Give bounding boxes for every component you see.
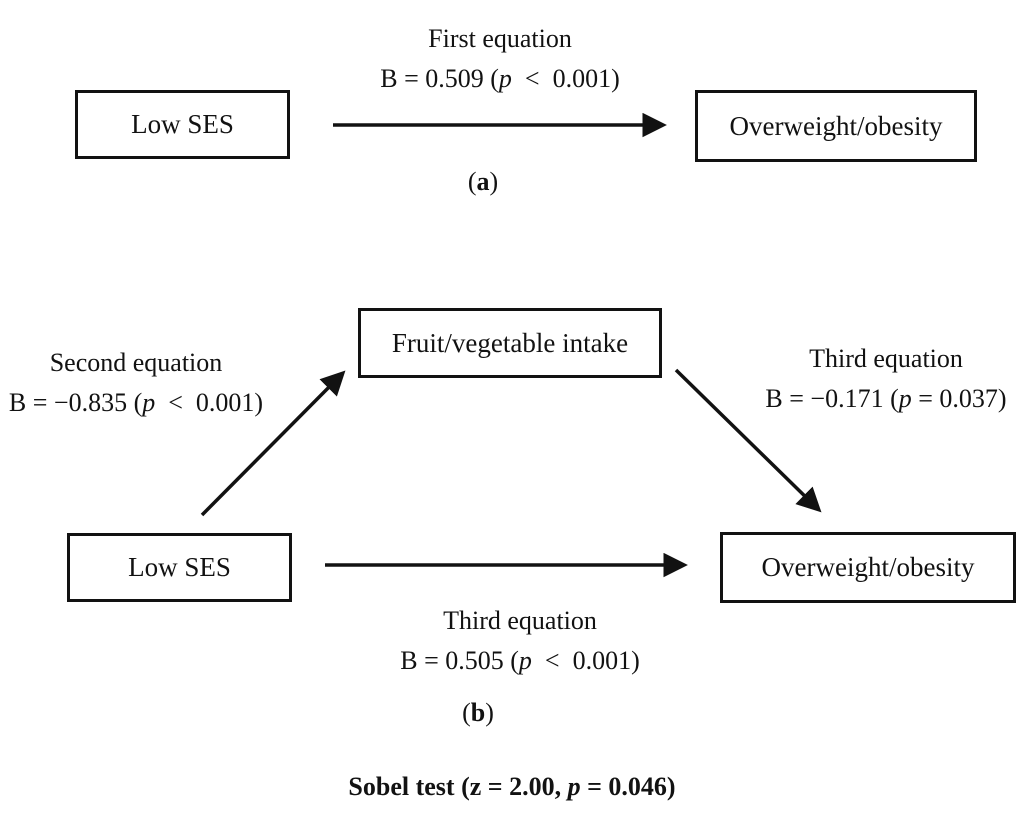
third-equation-right-label: Third equation B = −0.171 (p = 0.037) xyxy=(748,346,1024,412)
third-equation-bottom-post: < 0.001) xyxy=(531,646,640,675)
second-equation-value: B = −0.835 (p < 0.001) xyxy=(0,390,272,416)
third-equation-bottom-pre: B = 0.505 ( xyxy=(400,646,519,675)
caption-b-letter: b xyxy=(470,698,486,727)
second-equation-pre: B = −0.835 ( xyxy=(8,388,143,417)
caption-panel-b: (b) xyxy=(413,698,543,728)
third-equation-right-p: p xyxy=(898,384,912,413)
arrow-mediator-to-obesity xyxy=(674,368,822,513)
box-low-ses-panel-b-label: Low SES xyxy=(128,552,231,582)
sobel-post: = 0.046) xyxy=(580,772,676,801)
caption-panel-a: (a) xyxy=(418,167,548,197)
sobel-pre: Sobel test (z = 2.00, xyxy=(348,772,568,801)
box-mediator: Fruit/vegetable intake xyxy=(358,308,662,378)
first-equation-title: First equation xyxy=(428,24,572,53)
caption-b-open: ( xyxy=(462,698,471,727)
third-equation-right-value: B = −0.171 (p = 0.037) xyxy=(748,386,1024,412)
sobel-p: p xyxy=(567,772,581,801)
third-equation-bottom-label: Third equation B = 0.505 (p < 0.001) xyxy=(350,608,690,674)
caption-b-close: ) xyxy=(485,698,494,727)
box-low-ses-panel-a: Low SES xyxy=(75,90,290,159)
third-equation-right-post: = 0.037) xyxy=(911,384,1007,413)
caption-a-letter: a xyxy=(476,167,490,196)
third-equation-right-pre: B = −0.171 ( xyxy=(765,384,899,413)
box-overweight-panel-a-label: Overweight/obesity xyxy=(729,110,943,141)
arrow-ses-to-mediator xyxy=(200,370,346,517)
second-equation-title: Second equation xyxy=(49,348,223,377)
caption-a-open: ( xyxy=(467,167,477,196)
first-equation-p: p xyxy=(498,64,512,93)
box-mediator-label: Fruit/vegetable intake xyxy=(391,327,629,358)
first-equation-post: < 0.001) xyxy=(511,64,620,93)
box-overweight-panel-b-label: Overweight/obesity xyxy=(761,552,975,582)
second-equation-post: < 0.001) xyxy=(155,388,264,417)
first-equation-label: First equation B = 0.509 (p < 0.001) xyxy=(330,26,670,92)
third-equation-bottom-title: Third equation xyxy=(443,606,597,635)
first-equation-value: B = 0.509 (p < 0.001) xyxy=(330,66,670,92)
box-overweight-panel-a: Overweight/obesity xyxy=(695,90,977,162)
sobel-test-label: Sobel test (z = 2.00, p = 0.046) xyxy=(0,772,1024,802)
third-equation-bottom-p: p xyxy=(518,646,532,675)
second-equation-label: Second equation B = −0.835 (p < 0.001) xyxy=(0,350,272,416)
box-low-ses-panel-b: Low SES xyxy=(67,533,292,602)
second-equation-p: p xyxy=(142,388,156,417)
caption-a-close: ) xyxy=(489,167,499,196)
first-equation-pre: B = 0.509 ( xyxy=(380,64,499,93)
third-equation-bottom-value: B = 0.505 (p < 0.001) xyxy=(350,648,690,674)
third-equation-right-title: Third equation xyxy=(809,344,963,373)
box-overweight-panel-b: Overweight/obesity xyxy=(720,532,1016,603)
box-low-ses-panel-a-label: Low SES xyxy=(131,109,234,139)
